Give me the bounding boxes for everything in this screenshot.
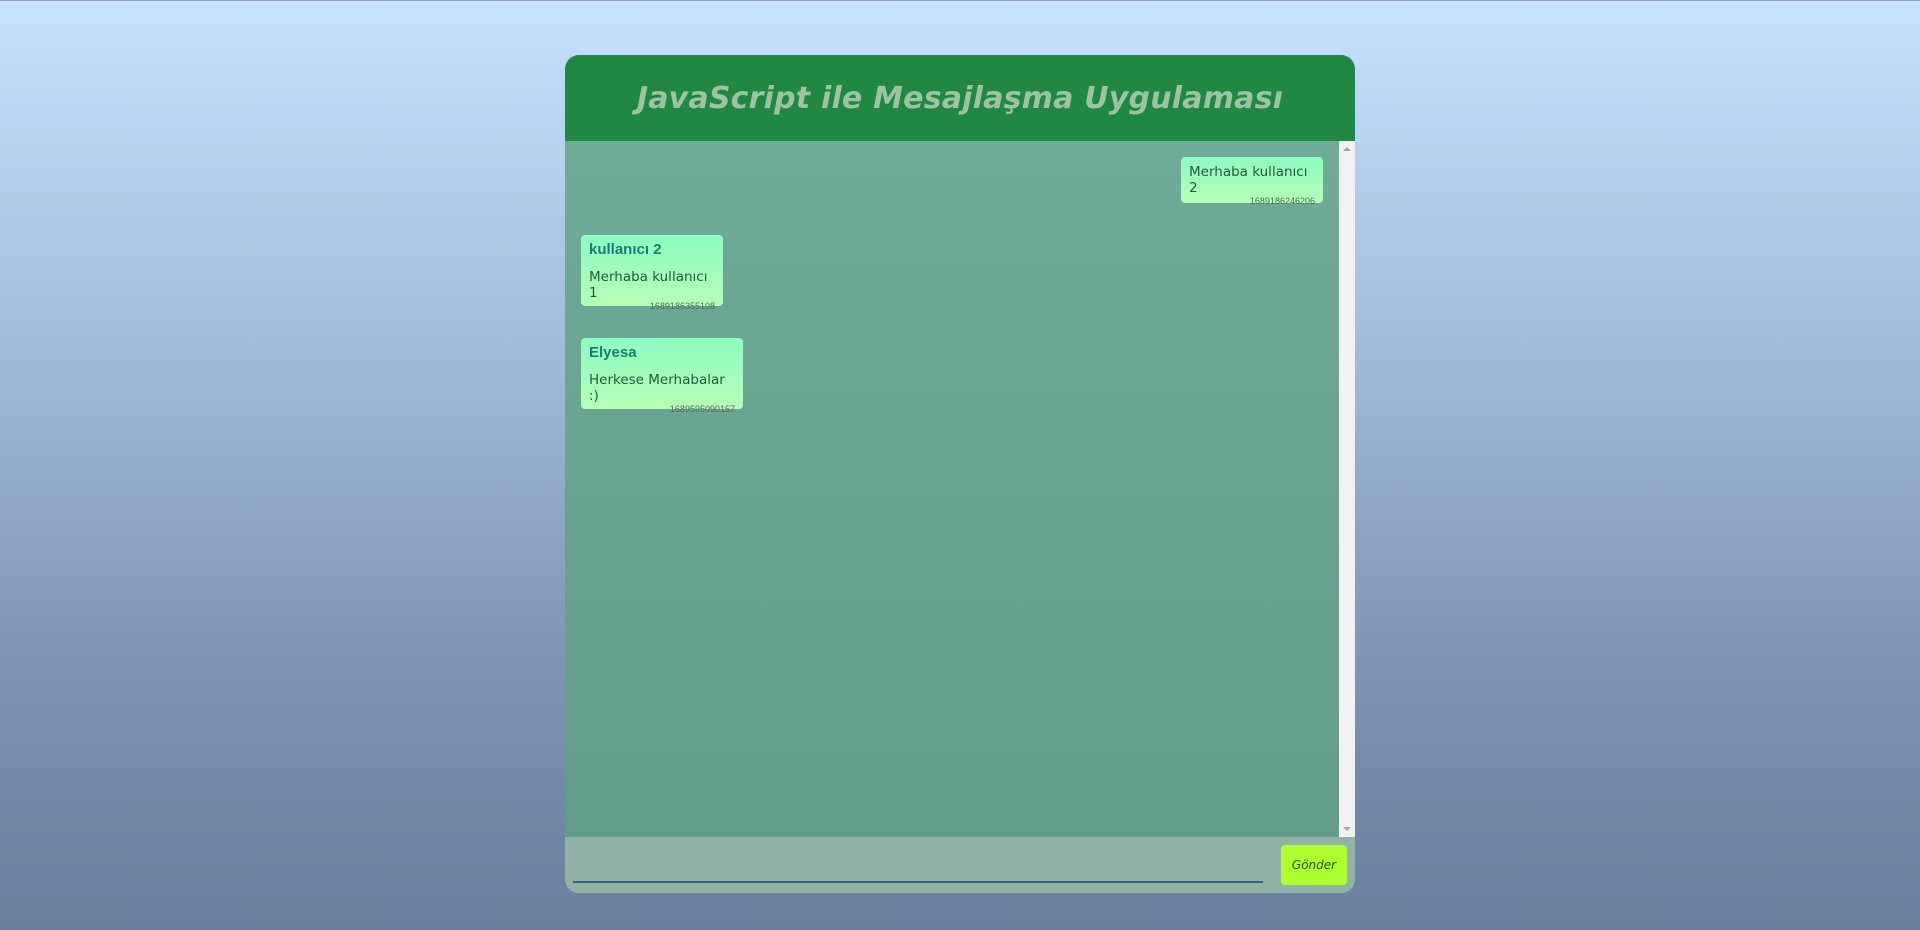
message-incoming: kullanıcı 2 Merhaba kullanıcı 1 16891863…: [581, 235, 723, 311]
message-list-scrollbar[interactable]: [1339, 141, 1355, 837]
message-input[interactable]: [573, 845, 1263, 883]
chat-header: JavaScript ile Mesajlaşma Uygulaması: [565, 55, 1355, 141]
message-list[interactable]: Merhaba kullanıcı 2 1689186246206 kullan…: [565, 141, 1339, 837]
chat-body: Merhaba kullanıcı 2 1689186246206 kullan…: [565, 141, 1355, 837]
message-sender: Elyesa: [589, 344, 637, 361]
chat-app: JavaScript ile Mesajlaşma Uygulaması Mer…: [565, 55, 1355, 893]
send-button[interactable]: Gönder: [1281, 845, 1347, 885]
message-timestamp: 1689595090157: [669, 404, 735, 414]
message-timestamp: 1689186246206: [1249, 196, 1315, 206]
page-title: JavaScript ile Mesajlaşma Uygulaması: [636, 80, 1284, 116]
message-text: Merhaba kullanıcı 1: [589, 269, 708, 301]
message-sender: kullanıcı 2: [589, 241, 662, 258]
message-text: Merhaba kullanıcı 2: [1189, 164, 1308, 196]
message-own: Merhaba kullanıcı 2 1689186246206: [1181, 157, 1323, 206]
scroll-down-arrow-icon[interactable]: [1343, 827, 1351, 831]
message-text: Herkese Merhabalar :): [589, 372, 725, 404]
scroll-up-arrow-icon[interactable]: [1343, 147, 1351, 151]
message-composer: Gönder: [565, 837, 1355, 893]
message-incoming: Elyesa Herkese Merhabalar :) 16895950901…: [581, 338, 743, 414]
window-top-border: [0, 0, 1920, 1]
message-timestamp: 1689186355108: [649, 301, 715, 311]
